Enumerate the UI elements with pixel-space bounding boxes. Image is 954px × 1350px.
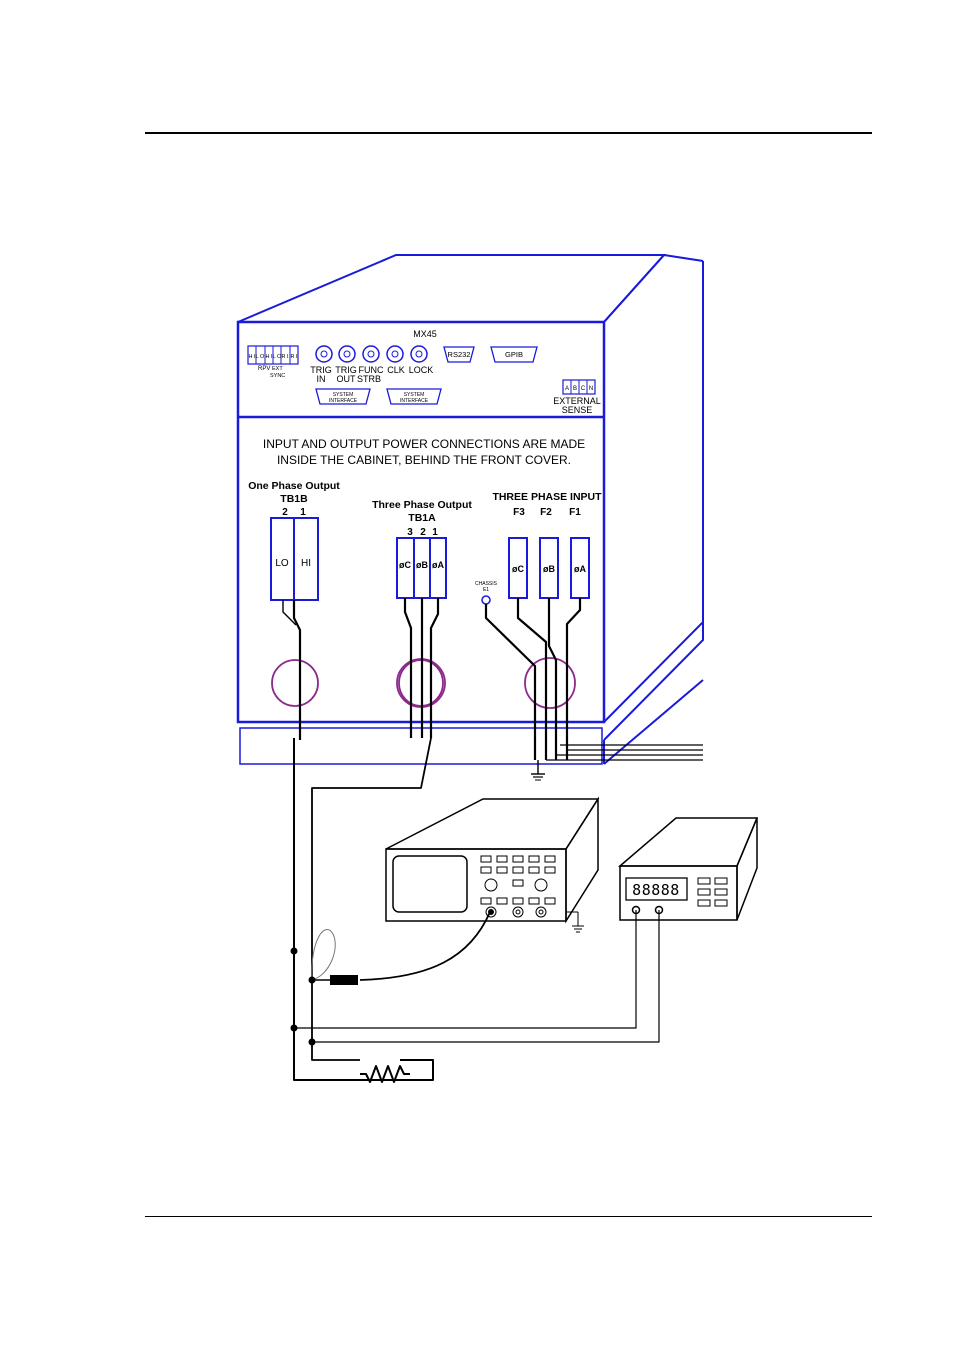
one-phase-tb: TB1B [280, 493, 308, 505]
ferrite-rings [271, 657, 576, 709]
system-interface-2-line1: SYSTEM [404, 392, 425, 398]
system-interface-2: SYSTEM INTERFACE [386, 388, 442, 405]
system-interface-1-line2: INTERFACE [329, 398, 358, 404]
junction-dots [290, 947, 316, 1046]
bnc-label-clk: CLK [387, 365, 405, 375]
three-phase-in-b-label: øB [543, 564, 555, 574]
dip-label-rpv: RPV [258, 366, 270, 372]
bnc-label-trig-out-2: OUT [337, 374, 357, 384]
one-phase-num-1: 1 [300, 507, 306, 518]
bnc-label-trig-in-2: IN [317, 374, 326, 384]
sense-letter-a: A [565, 386, 569, 392]
bnc-connectors [315, 345, 428, 363]
dip-label-ext: EXT [272, 366, 283, 372]
system-interface-1-line1: SYSTEM [333, 392, 354, 398]
three-phase-out-tb: TB1A [408, 512, 436, 524]
external-sense-label-1: EXTERNAL [553, 396, 601, 406]
bnc-label-func-2: STRB [357, 374, 381, 384]
bnc-label-func-1: FUNC [359, 365, 384, 375]
footer-rule [145, 1216, 872, 1217]
three-phase-in-f3: F3 [513, 507, 525, 518]
one-phase-lo-label: LO [275, 558, 289, 569]
probe-body [330, 975, 358, 985]
chassis-label: CHASSIS [475, 581, 498, 587]
sense-letter-c: C [581, 386, 586, 392]
dip-letter-3: H I [265, 354, 273, 360]
external-sense-terminal: A B C N EXTERNAL SENSE [553, 379, 601, 415]
external-sense-label-2: SENSE [562, 405, 593, 415]
notice-line-1: INPUT AND OUTPUT POWER CONNECTIONS ARE M… [263, 437, 585, 451]
three-phase-out-title: Three Phase Output [372, 499, 472, 511]
model-label: MX45 [413, 329, 437, 339]
scope-input-connector [488, 909, 494, 915]
bnc-label-trig-in-1: TRIG [310, 365, 332, 375]
three-phase-in-c-label: øC [512, 564, 524, 574]
cabinet [236, 254, 704, 765]
dip-label-sync: SYNC [270, 373, 285, 379]
header-rule [145, 132, 872, 134]
three-phase-out-c-label: øC [399, 560, 411, 570]
system-interface-1: SYSTEM INTERFACE [315, 388, 371, 405]
three-phase-in-f1: F1 [569, 507, 581, 518]
bnc-label-lock: LOCK [409, 365, 434, 375]
dip-letter-1: H I [248, 354, 256, 360]
three-phase-out-num-2: 2 [420, 527, 426, 538]
gpib-label: GPIB [505, 350, 523, 359]
dip-letter-5: R I [281, 354, 289, 360]
three-phase-in-f2: F2 [540, 507, 552, 518]
dip-switch-block: H I L O H I L O R I R I RPV EXT SYNC [247, 345, 299, 379]
gpib-port: GPIB [490, 346, 538, 363]
sense-letter-b: B [573, 386, 577, 392]
notice-line-2: INSIDE THE CABINET, BEHIND THE FRONT COV… [277, 453, 571, 467]
one-phase-title: One Phase Output [248, 480, 340, 492]
bnc-label-trig-out-1: TRIG [335, 365, 357, 375]
three-phase-out-b-label: øB [416, 560, 428, 570]
meter-display: 88888 [632, 881, 680, 899]
rs232-port: RS232 [443, 346, 475, 363]
chassis-e1-label: E1 [483, 587, 489, 593]
sense-letter-n: N [589, 386, 593, 392]
three-phase-in-title: THREE PHASE INPUT [492, 491, 602, 503]
chassis-ground-stud: CHASSIS E1 [475, 581, 498, 605]
three-phase-in-a-label: øA [574, 564, 586, 574]
multimeter [617, 817, 759, 921]
dip-letter-4: L O [273, 354, 282, 360]
oscilloscope [385, 796, 600, 933]
three-phase-out-a-label: øA [432, 560, 444, 570]
wiring [282, 598, 703, 1083]
one-phase-terminal-hi [293, 517, 319, 601]
rs232-label: RS232 [448, 350, 471, 359]
one-phase-hi-label: HI [301, 558, 311, 569]
three-phase-out-num-3: 3 [407, 527, 413, 538]
dip-letter-6: R I [290, 354, 298, 360]
system-interface-2-line2: INTERFACE [400, 398, 429, 404]
dip-letter-2: L O [256, 354, 265, 360]
one-phase-num-2: 2 [282, 507, 288, 518]
three-phase-out-num-1: 1 [432, 527, 438, 538]
